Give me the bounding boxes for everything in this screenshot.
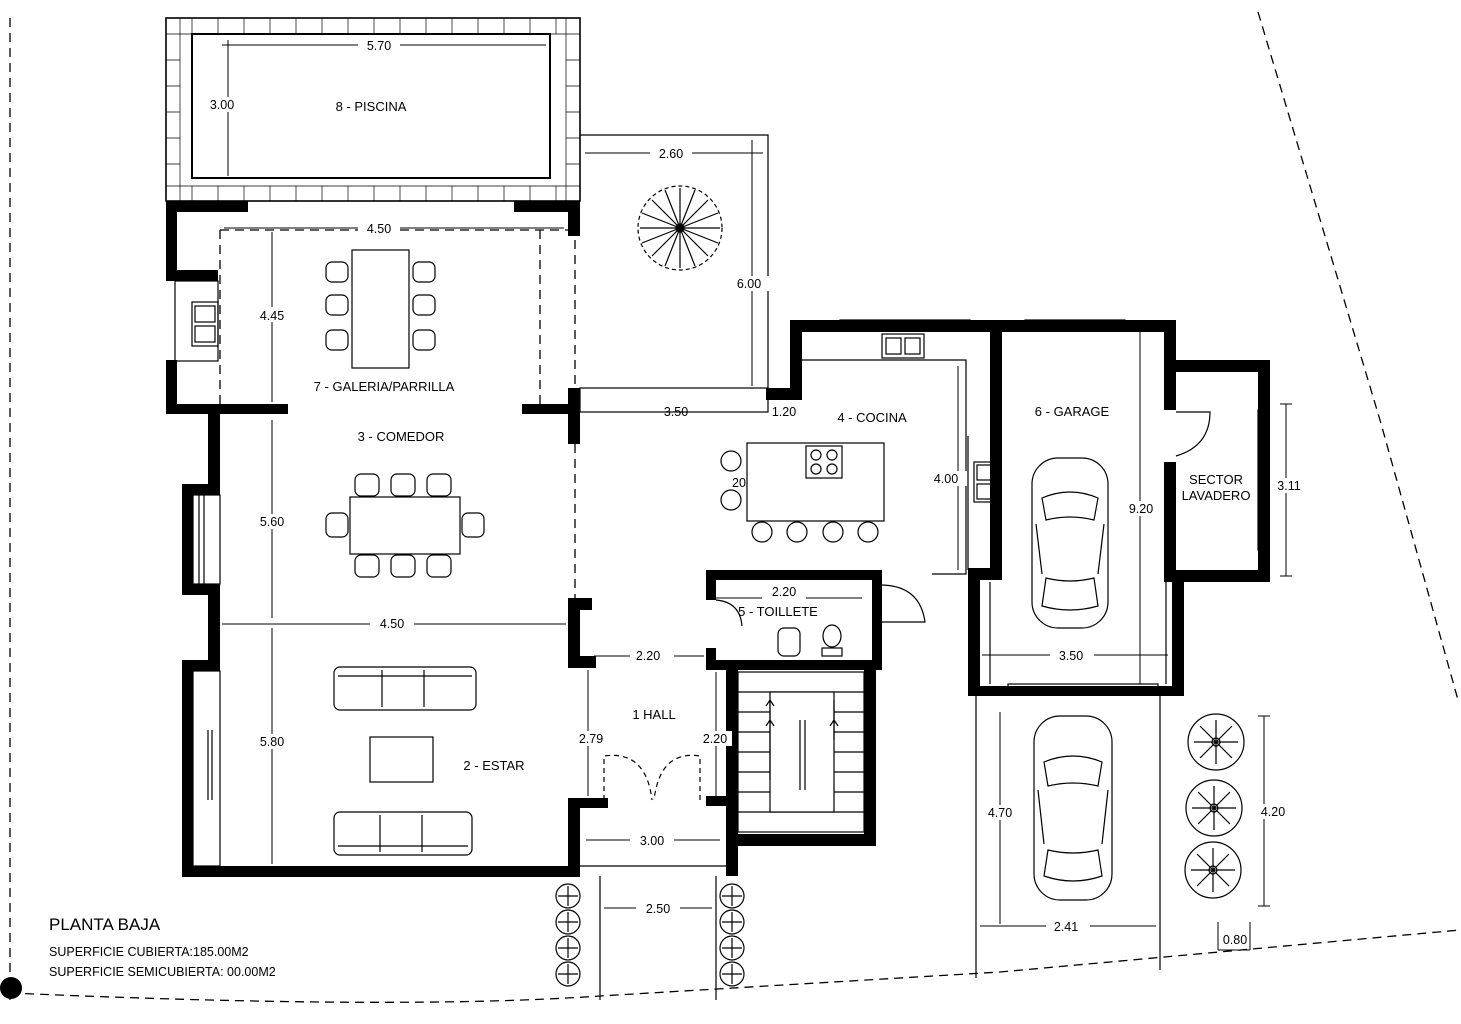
galeria-width-label: 4.50 [367,222,391,236]
cocina-depth-label: 4.00 [934,472,958,486]
room-label-lavadero-1: SECTOR [1189,472,1243,487]
planter-width-label: 0.80 [1223,933,1247,947]
island-depth-label: 20 [732,476,746,490]
galeria-depth-label: 4.45 [260,309,284,323]
toillete-width-label: 2.20 [772,585,796,599]
kitchen-sink-icon [881,333,925,359]
driveway-width-label: 2.41 [1054,920,1078,934]
kitchen-door-swing [881,584,926,623]
patio-depth-label: 6.00 [737,277,761,291]
kitchen-sink-2-icon [973,461,997,503]
room-label-galeria: 7 - GALERIA/PARRILLA [314,379,455,394]
garage-width-label: 3.50 [1059,649,1083,663]
room-label-toillete: 5 - TOILLETE [738,604,818,619]
entry-width-label: 3.00 [640,834,664,848]
patio-width-label: 2.60 [659,147,683,161]
room-label-estar: 2 - ESTAR [463,758,524,773]
estar-depth-label: 5.80 [260,735,284,749]
pool [165,17,581,202]
shrub-icons [1184,713,1245,899]
pool-width-dimension [222,38,546,52]
semicovered-area-text: SUPERFICIE SEMICUBIERTA: 00.00M2 [49,965,276,979]
car-icon-2 [1033,715,1113,901]
estar-width-label: 4.50 [380,617,404,631]
lavadero-depth-label: 3.11 [1277,479,1300,493]
terrace-gap-label: 1.20 [772,405,796,419]
room-label-piscina: 8 - PISCINA [336,99,407,114]
pool-depth-label: 3.00 [210,98,234,112]
garage-depth-label: 9.20 [1129,502,1153,516]
hall-depth-right-label: 2.20 [703,732,727,746]
car-icon [1031,457,1109,629]
planter-depth-label: 4.20 [1261,805,1285,819]
living-furniture [333,666,477,856]
dining-table [325,473,485,578]
room-label-lavadero-2: LAVADERO [1182,488,1251,503]
room-label-garage: 6 - GARAGE [1035,404,1110,419]
entry-door-swing [603,754,701,801]
lavadero-door-swing [1175,411,1211,457]
property-boundary [0,11,1461,1003]
front-shrub-icons [555,883,745,987]
hall-depth-left-label: 2.79 [579,732,603,746]
staircase [737,671,865,833]
driveway-depth-label: 4.70 [988,806,1012,820]
bbq-sink-icon [191,301,219,347]
covered-area-text: SUPERFICIE CUBIERTA:185.00M2 [49,945,249,959]
terrace-width-label: 3.50 [664,405,688,419]
kitchen-island [720,442,885,543]
toilet-icon [777,624,843,657]
toilet-door-swing [715,599,743,627]
galeria-table [325,249,436,369]
walls [166,201,1270,877]
room-label-cocina: 4 - COCINA [837,410,907,425]
plan-title: PLANTA BAJA [49,915,161,934]
pool-width-label: 5.70 [367,39,391,53]
room-label-comedor: 3 - COMEDOR [358,429,445,444]
room-label-hall: 1 HALL [632,707,675,722]
tree-icon [637,185,723,271]
path-width-label: 2.50 [646,902,670,916]
hall-width-label: 2.20 [636,649,660,663]
comedor-depth-label: 5.60 [260,515,284,529]
